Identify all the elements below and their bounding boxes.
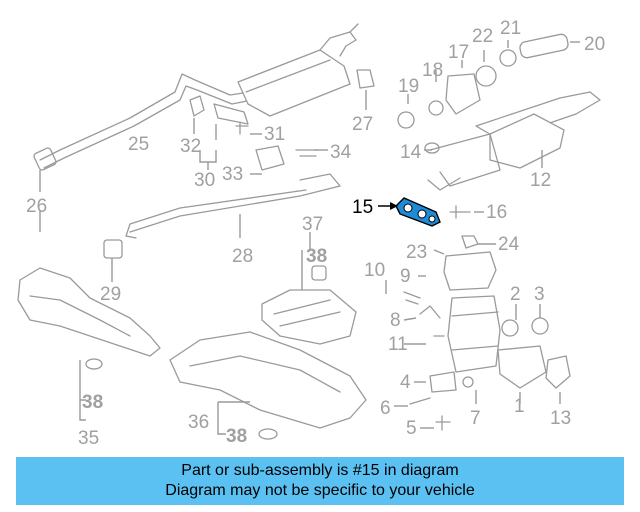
exhaust-pipe-lower: [103, 173, 341, 259]
downpipe-assembly: [397, 33, 601, 191]
caption-line-disclaimer: Diagram may not be specific to your vehi…: [165, 482, 475, 499]
callout-11: 11: [388, 334, 408, 355]
callout-5: 5: [406, 418, 417, 439]
heat-shield-center: [261, 265, 357, 345]
diagram-caption-banner: Part or sub-assembly is #15 in diagram D…: [16, 457, 624, 505]
callout-18: 18: [422, 60, 443, 81]
leader-lines: [39, 40, 580, 435]
callout-10: 10: [364, 260, 385, 281]
callout-27: 27: [352, 114, 373, 135]
callout-3: 3: [534, 284, 545, 305]
callout-29: 29: [100, 284, 121, 305]
caption-line-part-number: Part or sub-assembly is #15 in diagram: [181, 462, 459, 479]
exhaust-pipe-upper: [33, 23, 359, 171]
callout-38-left: 38: [82, 392, 103, 413]
callout-12: 12: [530, 170, 551, 191]
exhaust-parts-diagram: 1 2 3 4 5 6 7 8 9 10 11 12 13 14 15 16 1…: [17, 18, 605, 449]
callout-21: 21: [500, 18, 521, 39]
callout-13: 13: [550, 408, 571, 429]
callout-20: 20: [584, 34, 605, 55]
small-parts-left: [85, 358, 278, 440]
callout-17: 17: [448, 42, 469, 63]
callout-38-center: 38: [306, 246, 327, 267]
callout-15-arrow: [378, 202, 398, 210]
callout-2: 2: [510, 284, 521, 305]
converter-assembly: [403, 251, 571, 431]
callout-32: 32: [180, 136, 201, 157]
callout-4: 4: [400, 372, 411, 393]
callout-24: 24: [498, 234, 520, 255]
callout-16: 16: [486, 202, 507, 223]
callout-33: 33: [222, 164, 243, 185]
callout-15: 15: [352, 197, 373, 218]
callout-35: 35: [78, 428, 99, 449]
callout-25: 25: [128, 134, 149, 155]
callout-31: 31: [264, 124, 285, 145]
callout-6: 6: [380, 398, 391, 419]
callout-38-bottom: 38: [226, 426, 247, 447]
highlighted-part-15-gasket: [395, 197, 441, 227]
callout-7: 7: [470, 408, 481, 429]
callout-34: 34: [330, 142, 352, 163]
callout-labels: 1 2 3 4 5 6 7 8 9 10 11 12 13 14 15 16 1…: [26, 18, 605, 449]
callout-37: 37: [302, 214, 323, 235]
callout-19: 19: [398, 76, 419, 97]
callout-30: 30: [194, 170, 215, 191]
callout-1: 1: [514, 396, 525, 417]
heat-shield-front: [17, 267, 161, 357]
callout-8: 8: [390, 310, 401, 331]
callout-14: 14: [400, 142, 422, 163]
callout-36: 36: [188, 412, 209, 433]
callout-9: 9: [400, 266, 411, 287]
hanger-brackets: [189, 69, 375, 171]
callout-26: 26: [26, 196, 47, 217]
callout-22: 22: [472, 26, 493, 47]
callout-23: 23: [406, 242, 427, 263]
callout-28: 28: [232, 246, 253, 267]
fasteners-right: [449, 205, 479, 249]
heat-shield-rear: [169, 331, 367, 429]
